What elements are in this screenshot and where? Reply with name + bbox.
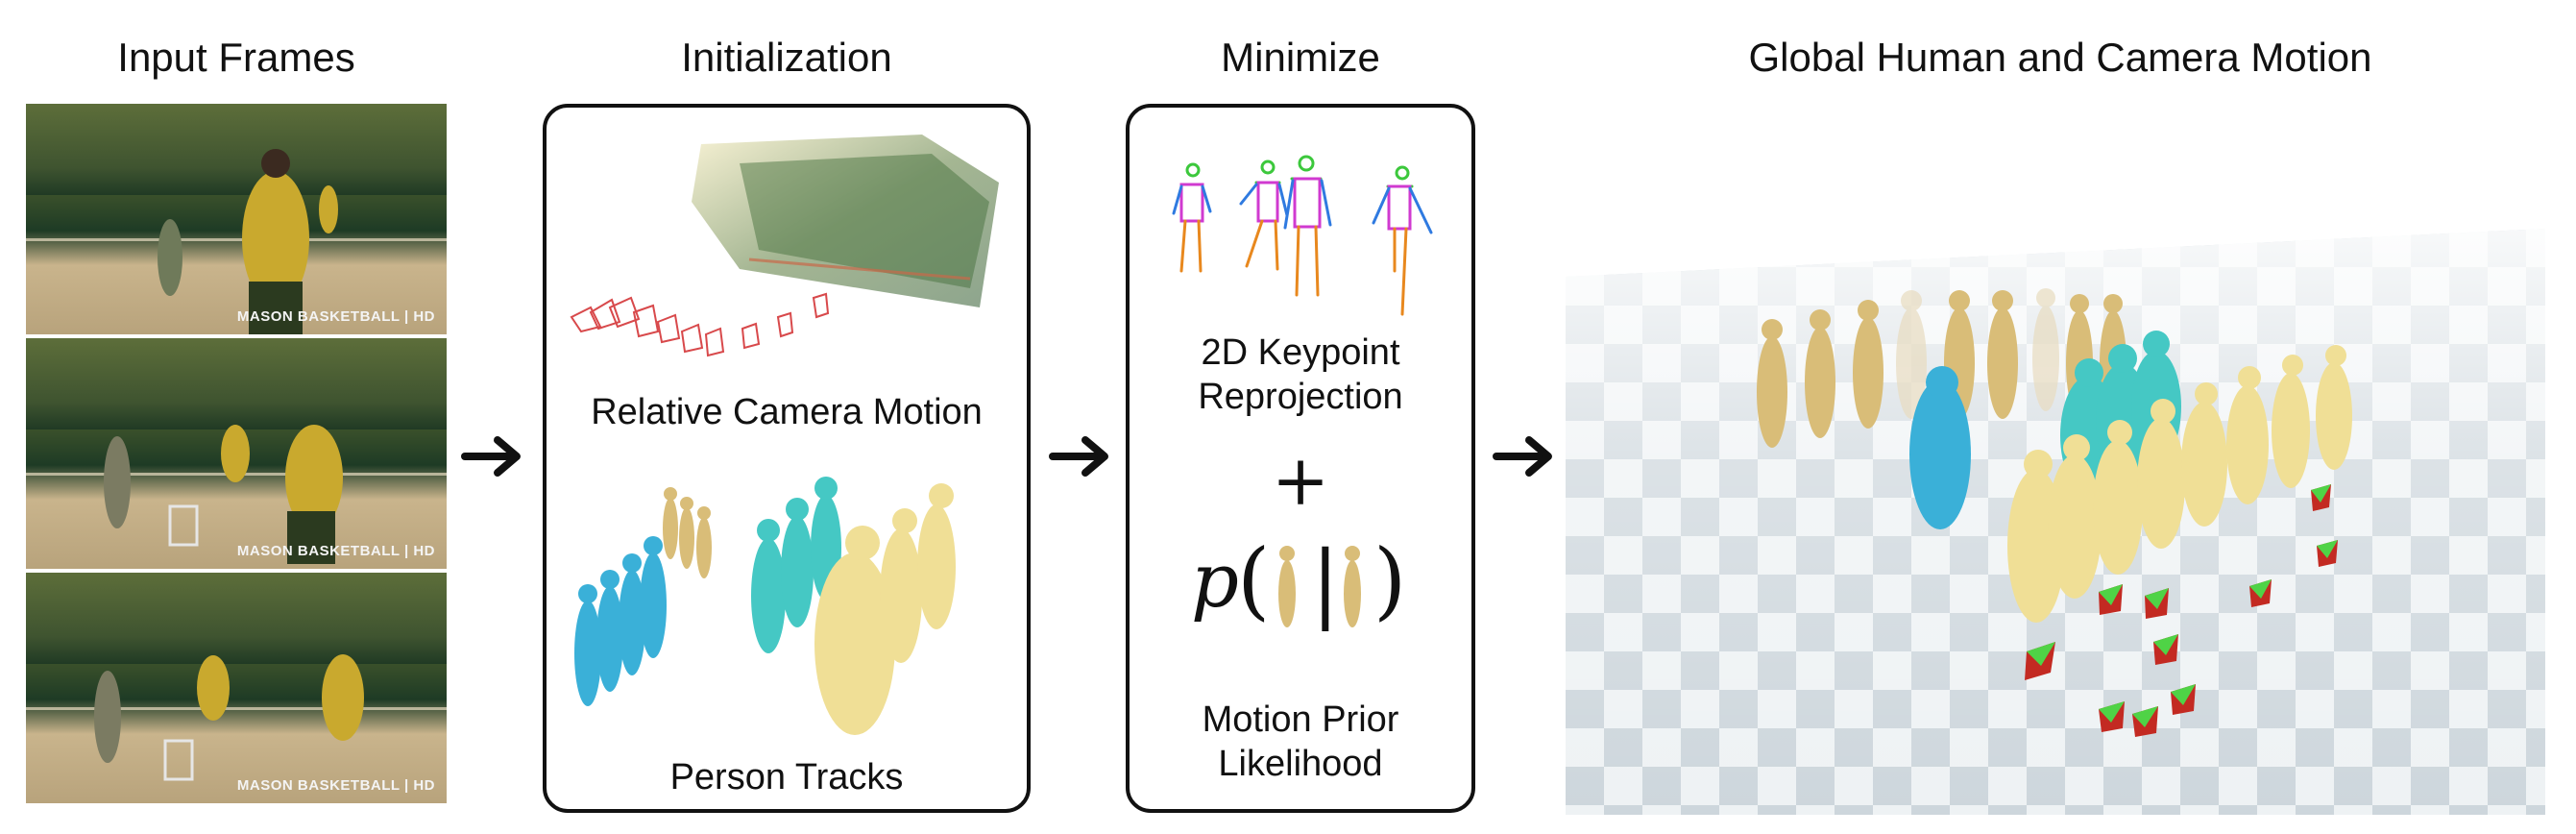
label-relative-camera-motion: Relative Camera Motion	[591, 392, 983, 432]
plus-sign: +	[1271, 440, 1330, 521]
point-cloud	[692, 135, 999, 307]
label-prior-line1: Motion Prior	[1202, 699, 1399, 740]
title-global-motion: Global Human and Camera Motion	[1748, 35, 2372, 80]
person-icon	[1344, 546, 1361, 627]
global-motion-scene	[1566, 229, 2545, 815]
players-icon	[104, 425, 343, 564]
person-icon	[1278, 546, 1296, 627]
arrow-right-icon	[461, 436, 521, 477]
camera-trajectory	[570, 292, 830, 357]
title-input-frames: Input Frames	[117, 35, 355, 80]
prior-close-paren: )	[1373, 530, 1407, 629]
prior-open-paren: (	[1237, 530, 1271, 629]
input-frame-3: MASON BASKETBALL | HD	[26, 573, 447, 803]
players-icon	[94, 654, 364, 781]
person-tracks	[574, 477, 956, 735]
frame-watermark: MASON BASKETBALL | HD	[236, 308, 435, 325]
arrow-right-icon	[1049, 436, 1108, 477]
frame-watermark: MASON BASKETBALL | HD	[236, 543, 435, 559]
players-icon	[158, 149, 338, 334]
label-keypoint-line2: Reprojection	[1198, 377, 1403, 417]
title-minimize: Minimize	[1221, 35, 1380, 80]
label-prior-line2: Likelihood	[1218, 744, 1383, 784]
input-frame-2: MASON BASKETBALL | HD	[26, 338, 447, 569]
prior-p: p	[1191, 538, 1239, 625]
keypoint-skeletons	[1172, 155, 1433, 316]
motion-prior-formula: p ( | )	[1191, 530, 1422, 644]
input-frame-1: MASON BASKETBALL | HD	[26, 104, 447, 334]
label-person-tracks: Person Tracks	[669, 757, 904, 797]
prior-bar: |	[1311, 532, 1340, 631]
label-keypoint-line1: 2D Keypoint	[1201, 332, 1400, 373]
title-initialization: Initialization	[681, 35, 892, 80]
frame-watermark: MASON BASKETBALL | HD	[236, 777, 435, 794]
arrow-right-icon	[1493, 436, 1552, 477]
